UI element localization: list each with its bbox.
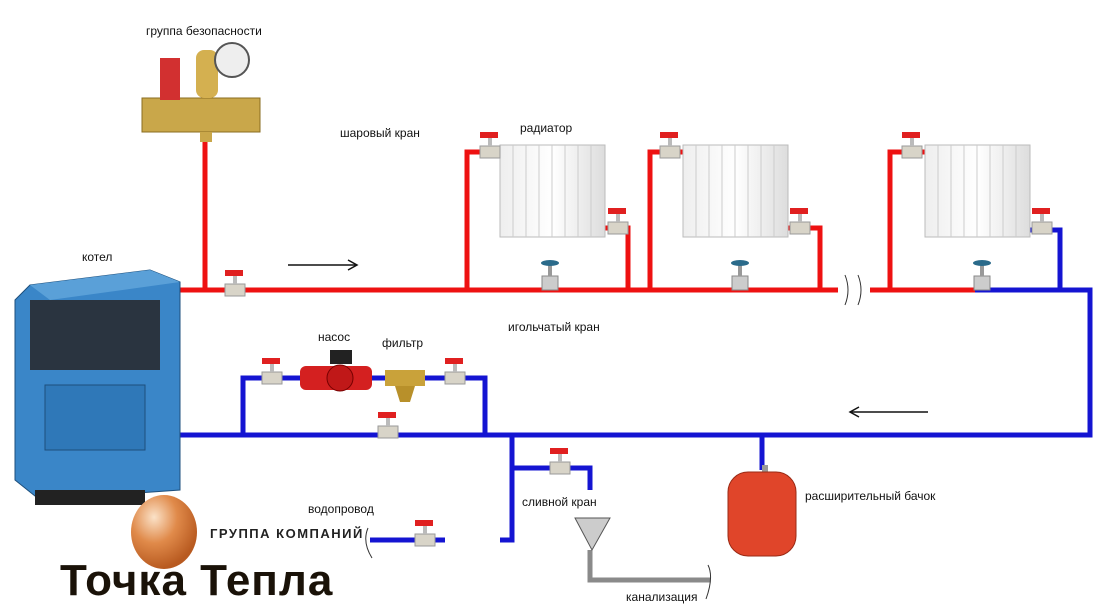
label-drain-valve: сливной кран (522, 495, 597, 509)
ball-valve-icon (607, 207, 629, 235)
needle-valve-icon (540, 259, 560, 291)
label-ball-valve: шаровый кран (340, 126, 420, 140)
return-pipes (178, 227, 1093, 543)
label-pump: насос (318, 330, 351, 344)
radiator-2-icon (682, 144, 789, 238)
pump-icon (300, 350, 372, 392)
label-radiator: радиатор (520, 121, 573, 135)
label-safety-group: группа безопасности (146, 24, 262, 38)
pipe-break-icon (844, 274, 862, 306)
drain-funnel-icon (574, 517, 611, 552)
ball-valve-icon (549, 447, 571, 475)
ball-valve-icon (479, 131, 501, 159)
brand-subtitle: ГРУППА КОМПАНИЙ (210, 526, 364, 541)
sewer-pipe (587, 550, 710, 583)
radiator-3-icon (924, 144, 1031, 238)
pipe-break-icon (365, 527, 712, 600)
label-boiler: котел (82, 250, 113, 264)
label-filter: фильтр (382, 336, 424, 350)
label-needle-valve: игольчатый кран (508, 320, 600, 334)
ball-valve-icon (377, 411, 399, 439)
needle-valve-icon (972, 259, 992, 291)
ball-valve-icon (414, 519, 436, 547)
label-sewer: канализация (626, 590, 698, 604)
ball-valve-icon (224, 269, 246, 297)
label-expansion-tank: расширительный бачок (805, 489, 936, 503)
brand-name: Точка Тепла (60, 556, 334, 605)
needle-valve-icon (730, 259, 750, 291)
boiler-icon (14, 269, 181, 505)
ball-valve-icon (444, 357, 466, 385)
expansion-tank-icon (727, 465, 797, 557)
ball-valve-icon (659, 131, 681, 159)
safety-group-icon (141, 42, 261, 142)
radiator-1-icon (499, 144, 606, 238)
logo-ball-icon (131, 495, 197, 569)
ball-valve-icon (261, 357, 283, 385)
ball-valve-icon (901, 131, 923, 159)
filter-icon (385, 370, 425, 402)
flow-arrow-right-icon (288, 259, 359, 271)
label-water-supply: водопровод (308, 502, 374, 516)
ball-valve-icon (1031, 207, 1053, 235)
flow-arrow-left-icon (848, 406, 928, 418)
ball-valve-icon (789, 207, 811, 235)
